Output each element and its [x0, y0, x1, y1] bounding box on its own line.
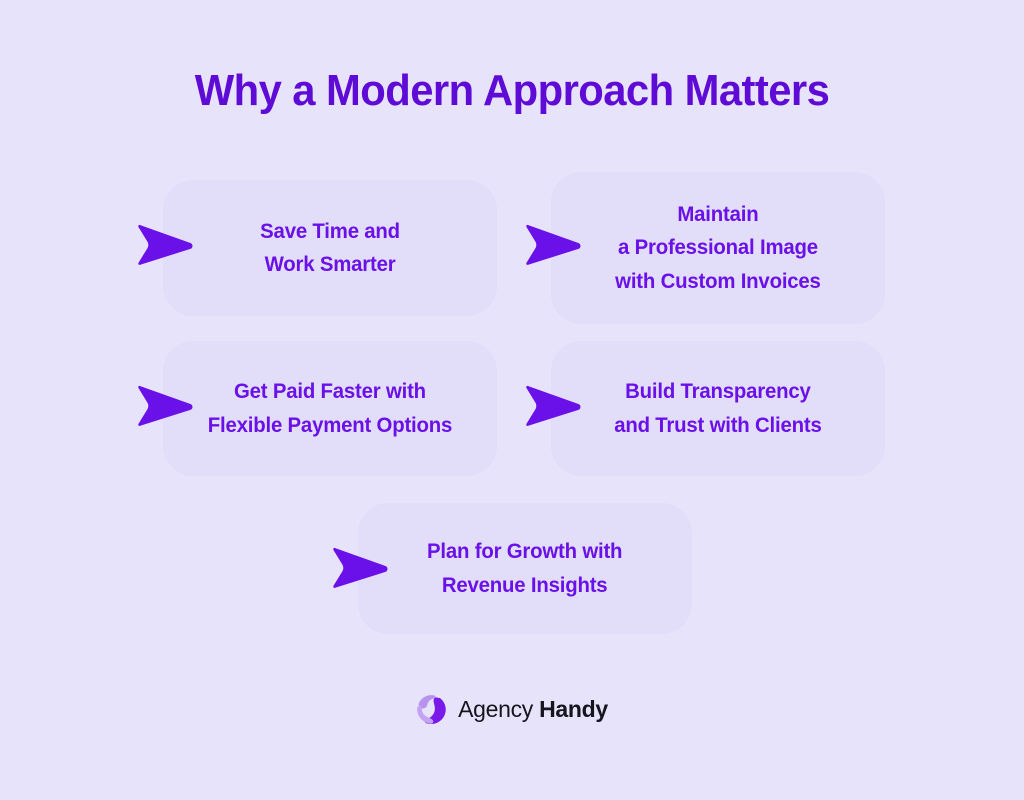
benefit-card-4-line-2: and Trust with Clients [614, 413, 822, 437]
benefit-card-5-line-1: Plan for Growth with [427, 540, 623, 564]
benefit-card-3-text: Get Paid Faster with Flexible Payment Op… [207, 375, 453, 441]
page-title: Why a Modern Approach Matters [194, 66, 830, 115]
benefit-card-2-line-2: a Professional Image [618, 236, 818, 260]
brand-word-bold: Handy [539, 696, 608, 722]
benefit-card-1-text: Save Time and Work Smarter [260, 215, 400, 281]
benefit-card-1-line-2: Work Smarter [264, 253, 396, 276]
benefit-card-2-text: Maintain a Professional Image with Custo… [615, 198, 821, 298]
benefit-card-3-line-1: Get Paid Faster with [234, 380, 426, 404]
benefit-card-5: Plan for Growth with Revenue Insights [358, 503, 692, 634]
benefit-card-2: Maintain a Professional Image with Custo… [551, 172, 885, 324]
benefit-card-5-line-2: Revenue Insights [442, 573, 608, 597]
benefit-card-1: Save Time and Work Smarter [163, 180, 497, 316]
benefit-card-5-text: Plan for Growth with Revenue Insights [427, 535, 622, 601]
benefit-card-3: Get Paid Faster with Flexible Payment Op… [163, 341, 497, 476]
benefit-card-2-line-1: Maintain [677, 203, 759, 227]
benefit-card-4-line-1: Build Transparency [625, 380, 811, 404]
benefit-card-4-text: Build Transparency and Trust with Client… [614, 375, 822, 441]
benefit-card-3-line-2: Flexible Payment Options [207, 413, 453, 437]
benefit-card-4: Build Transparency and Trust with Client… [551, 341, 885, 476]
agency-handy-logo-icon [416, 694, 447, 725]
benefit-card-2-line-3: with Custom Invoices [615, 269, 821, 293]
brand-footer: Agency Handy [0, 694, 1024, 725]
brand-wordmark: Agency Handy [458, 696, 608, 723]
brand-word-light: Agency [458, 696, 534, 722]
benefit-card-1-line-1: Save Time and [260, 219, 400, 243]
